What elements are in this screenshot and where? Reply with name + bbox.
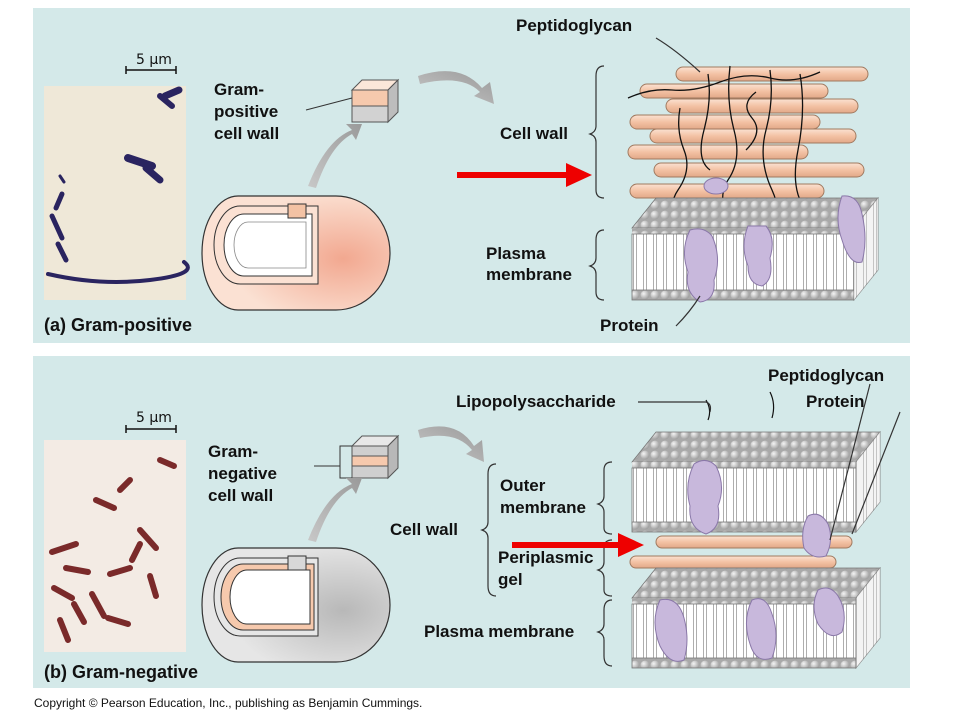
outer-membrane-label-line1: Outer [500,476,546,495]
gram-positive-cell [201,195,391,311]
scale-label-b: 5 µm [136,410,172,426]
gram-positive-wall-cube [350,78,400,124]
membrane-proteins-a [684,177,866,303]
scale-bar-a [125,66,177,74]
gram-positive-micrograph [44,86,190,300]
wall-label-leader-a [305,97,353,111]
lipopolysaccharide-label: Lipopolysaccharide [456,392,616,411]
gram-negative-micrograph [44,440,186,652]
red-arrow-b [512,533,644,557]
scale-bar-b [125,425,177,433]
wall-label-leader-b [314,445,352,479]
peptidoglycan-label-b: Peptidoglycan [768,366,885,385]
zoom-arrow-to-cube-a [308,124,362,188]
wall-label-a-line2: positive [214,102,279,121]
outer-membrane-block-b [631,430,881,534]
peptidoglycan-rods-a [627,66,869,199]
label-brackets-b [480,383,901,667]
caption-gram-negative: (b) Gram-negative [44,662,199,682]
zoom-arrow-to-layers-b [418,426,484,462]
plasma-membrane-label-a-line1: Plasma [486,244,546,263]
caption-gram-positive: (a) Gram-positive [44,315,193,335]
gram-negative-cell [201,547,391,663]
wall-label-a-line3: cell wall [214,124,280,143]
cell-wall-label-a: Cell wall [500,124,569,143]
label-brackets-a [588,37,701,327]
wall-label-b-line1: Gram- [208,442,259,461]
gram-negative-wall-cube [350,434,400,480]
periplasmic-gel-label-line1: Periplasmic [498,548,594,567]
peptidoglycan-label-a: Peptidoglycan [516,16,633,35]
plasma-membrane-label-b: Plasma membrane [424,622,575,641]
cell-wall-label-b: Cell wall [390,520,459,539]
wall-label-b-line3: cell wall [208,486,274,505]
copyright-notice: Copyright © Pearson Education, Inc., pub… [34,696,423,710]
scale-label-a: 5 µm [136,52,172,68]
red-arrow-a [457,163,592,187]
plasma-membrane-label-a-line2: membrane [486,265,572,284]
wall-label-a-line1: Gram- [214,80,265,99]
zoom-arrow-to-cube-b [308,478,362,542]
lps-strands [705,391,775,421]
membrane-proteins-b [654,460,845,662]
zoom-arrow-to-layers-a [418,71,494,104]
plasma-membrane-block-a [631,196,879,302]
protein-label-b: Protein [806,392,865,411]
protein-label-a: Protein [600,316,659,335]
periplasmic-gel-label-line2: gel [498,570,523,589]
outer-membrane-label-line2: membrane [500,498,586,517]
wall-label-b-line2: negative [208,464,277,483]
